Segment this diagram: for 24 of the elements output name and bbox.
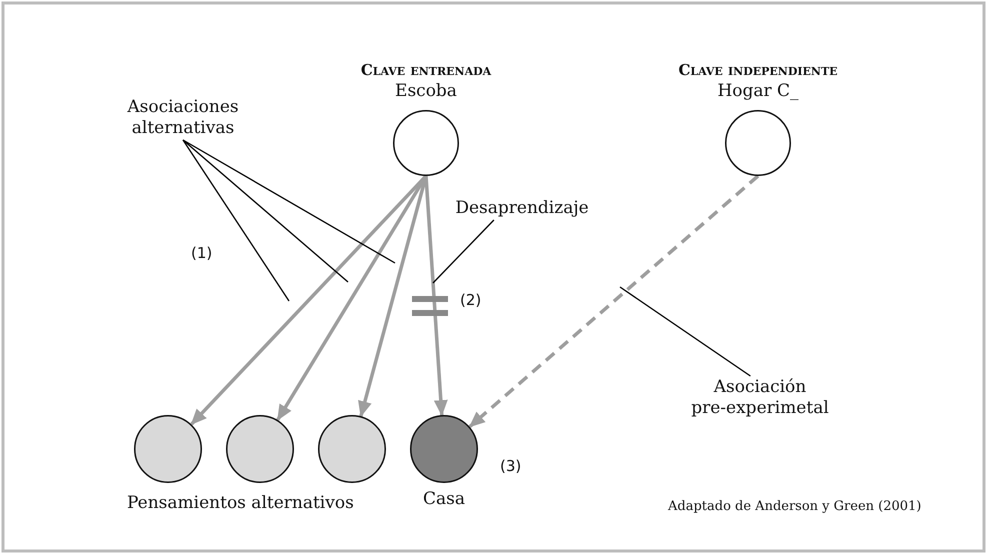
cue-word: Escoba: [395, 81, 457, 102]
cue-heading: Clave entrenada: [360, 60, 492, 81]
leader-line: [182, 140, 290, 302]
leader-line: [182, 139, 396, 264]
cue-word: Hogar C_: [717, 81, 799, 102]
cue-heading: Clave independiente: [678, 60, 838, 81]
callout-number: (2): [460, 290, 482, 311]
arrow: [424, 176, 448, 416]
circle-node: [226, 415, 294, 483]
circle-node: [318, 415, 386, 483]
leader-line: [432, 220, 494, 284]
leader-line: [620, 286, 751, 377]
dashed-arrow: [468, 174, 760, 428]
callout-number: (1): [191, 243, 212, 264]
callout-text: Asociación pre-experimetal: [680, 377, 840, 419]
callout-text: Desaprendizaje: [455, 198, 589, 219]
circle-node: [134, 415, 202, 483]
callout-number: (3): [500, 456, 522, 477]
leader-line: [182, 140, 348, 282]
callout-text: Asociaciones alternativas: [113, 97, 253, 139]
group-caption: Pensamientos alternativos: [127, 493, 354, 514]
source-note: Adaptado de Anderson y Green (2001): [668, 498, 922, 516]
arrow: [358, 176, 428, 418]
cue-word: Casa: [423, 489, 465, 510]
